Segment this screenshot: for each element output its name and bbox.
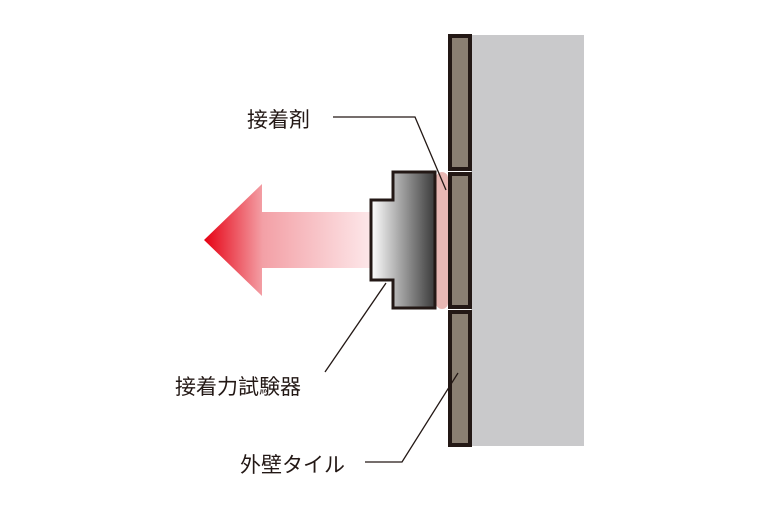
adhesion-tester [369,170,437,310]
tile-leader [365,372,459,463]
tester-label: 接着力試験器 [175,375,301,399]
tiles [448,34,472,447]
pull-arrow [204,184,372,296]
tile [448,310,472,447]
tester-leader [324,282,387,373]
adhesive-leader [333,116,447,191]
tile-label: 外壁タイル [240,453,345,477]
tile [448,172,472,309]
adhesive-layer [436,172,448,309]
tile [448,34,472,171]
adhesive-label: 接着剤 [247,108,310,132]
wall [471,35,584,446]
leader-lines [324,116,459,463]
